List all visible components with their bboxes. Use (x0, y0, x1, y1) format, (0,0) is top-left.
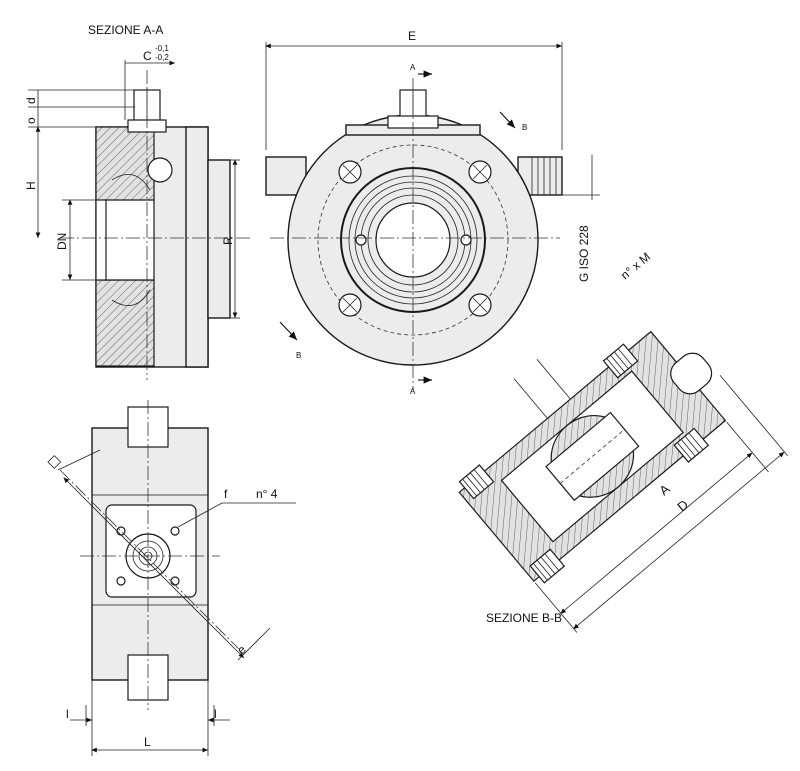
dim-dn-label: DN (55, 233, 69, 250)
section-mark-b-right: B (522, 123, 527, 132)
right-pipe-thread (531, 157, 557, 195)
stem-port (147, 157, 173, 183)
ball-bore (103, 199, 155, 281)
bb-stem (670, 352, 713, 395)
bb-port-1 (602, 343, 639, 379)
bb-port-4 (529, 548, 566, 584)
dim-l-right-label: l (214, 707, 217, 721)
body-wall-bottom (95, 279, 155, 367)
dim-d-big-label: D (674, 497, 691, 515)
dim-c-tol-upper: -0,1 (155, 44, 169, 53)
front-view: E (265, 29, 600, 396)
dim-n4-label: n° 4 (256, 487, 278, 501)
section-aa-title: SEZIONE A-A (88, 23, 163, 37)
section-mark-b-left: B (296, 351, 301, 360)
section-bb-body (458, 330, 788, 633)
dim-l-total-label: L (144, 735, 151, 749)
square-symbol (47, 455, 62, 469)
dim-e-label: E (408, 29, 416, 43)
dim-c-label: C (143, 49, 152, 63)
dim-d-label: d (24, 97, 38, 104)
dim-o-label: o (24, 117, 38, 124)
body-wall-top (95, 126, 155, 202)
dim-f-label: f (224, 487, 228, 501)
ball-seat-curves (111, 173, 151, 307)
bolt-holes (338, 160, 492, 317)
section-mark-a-bottom: A (410, 387, 416, 396)
section-bb-title: SEZIONE B-B (486, 611, 562, 625)
thread-spec-label: G ISO 228 (577, 225, 591, 282)
bottom-view: f n° 4 e l l L (47, 400, 296, 756)
dim-a-label: A (656, 481, 673, 498)
seat-ring (95, 199, 107, 281)
end-cap (185, 126, 209, 368)
section-mark-a-top: A (410, 63, 416, 72)
dim-e-small-label: e (234, 642, 249, 657)
dim-l-left-label: l (66, 707, 69, 721)
end-flange (207, 159, 231, 319)
section-aa-view: SEZIONE A-A C -0,1 -0,2 d o (24, 23, 250, 380)
dim-h-label: H (24, 181, 38, 190)
dim-c-tol-lower: -0,2 (155, 53, 169, 62)
section-bb-view: SEZIONE B-B (458, 250, 788, 633)
dim-r-label: R (221, 236, 235, 245)
dim-nxm-label: n° x M (618, 250, 653, 283)
bb-port-3 (458, 464, 495, 500)
